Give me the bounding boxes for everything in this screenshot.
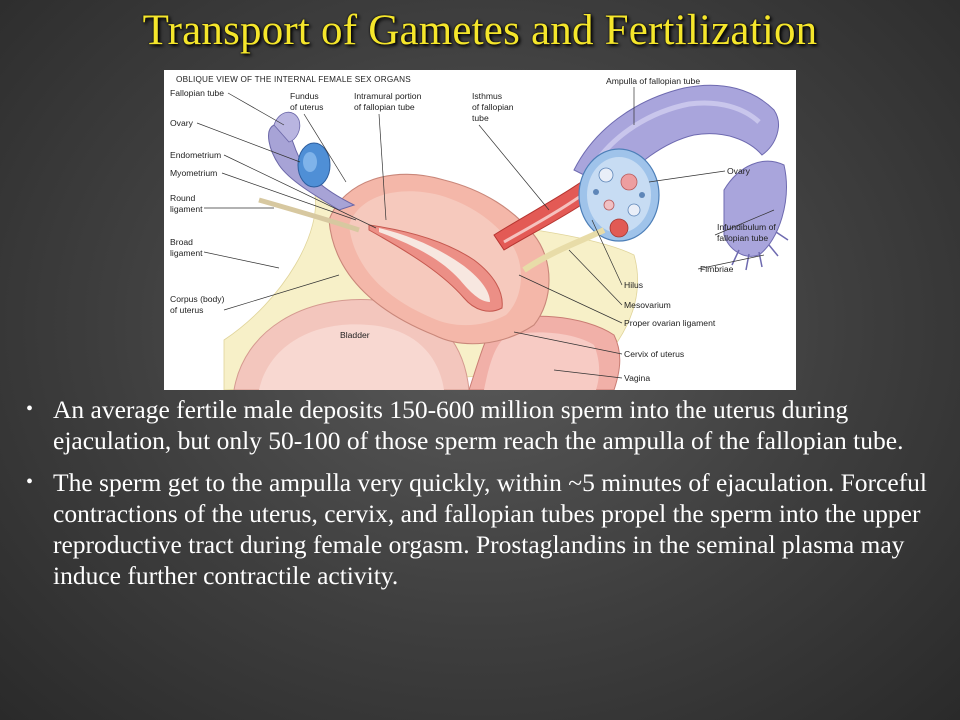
label-infundibulum-1: Infundibulum of	[717, 222, 776, 232]
label-ovary-right: Ovary	[727, 166, 751, 176]
label-corpus-uteri-1: Corpus (body)	[170, 294, 225, 304]
label-fallopian-tube: Fallopian tube	[170, 88, 224, 98]
female-reproductive-organs-illustration: OBLIQUE VIEW OF THE INTERNAL FEMALE SEX …	[170, 75, 789, 390]
anatomy-diagram: OBLIQUE VIEW OF THE INTERNAL FEMALE SEX …	[164, 70, 796, 390]
label-ampulla: Ampulla of fallopian tube	[606, 76, 700, 86]
label-endometrium: Endometrium	[170, 150, 221, 160]
bullet-item: • An average fertile male deposits 150-6…	[0, 394, 960, 456]
leader-lines	[196, 87, 775, 379]
label-ovary-left: Ovary	[170, 118, 194, 128]
bullet-item: • The sperm get to the ampulla very quic…	[0, 467, 960, 591]
label-round-ligament-1: Round	[170, 193, 196, 203]
label-fimbriae: Fimbriae	[700, 264, 734, 274]
label-fundus-2: of uterus	[290, 102, 323, 112]
label-broad-ligament-2: ligament	[170, 248, 203, 258]
label-intramural-2: of fallopian tube	[354, 102, 415, 112]
label-isthmus-2: of fallopian	[472, 102, 514, 112]
bullet-marker-icon: •	[26, 398, 34, 420]
label-isthmus-1: Isthmus	[472, 91, 502, 101]
label-mesovarium: Mesovarium	[624, 300, 671, 310]
label-intramural-1: Intramural portion	[354, 91, 422, 101]
label-bladder: Bladder	[340, 330, 370, 340]
bullet-marker-icon: •	[26, 471, 34, 493]
slide-title: Transport of Gametes and Fertilization	[142, 7, 818, 54]
bullet-list: • An average fertile male deposits 150-6…	[0, 394, 960, 602]
label-broad-ligament-1: Broad	[170, 237, 193, 247]
label-cervix: Cervix of uterus	[624, 349, 684, 359]
label-proper-ovarian-ligament: Proper ovarian ligament	[624, 318, 716, 328]
figure-header: OBLIQUE VIEW OF THE INTERNAL FEMALE SEX …	[176, 75, 411, 84]
label-vagina: Vagina	[624, 373, 650, 383]
label-infundibulum-2: fallopian tube	[717, 233, 768, 243]
label-isthmus-3: tube	[472, 113, 489, 123]
label-corpus-uteri-2: of uterus	[170, 305, 203, 315]
bullet-text: An average fertile male deposits 150-600…	[53, 395, 904, 455]
label-hilus: Hilus	[624, 280, 643, 290]
label-round-ligament-2: ligament	[170, 204, 203, 214]
label-myometrium: Myometrium	[170, 168, 217, 178]
bullet-text: The sperm get to the ampulla very quickl…	[53, 468, 927, 590]
label-fundus-1: Fundus	[290, 91, 319, 101]
